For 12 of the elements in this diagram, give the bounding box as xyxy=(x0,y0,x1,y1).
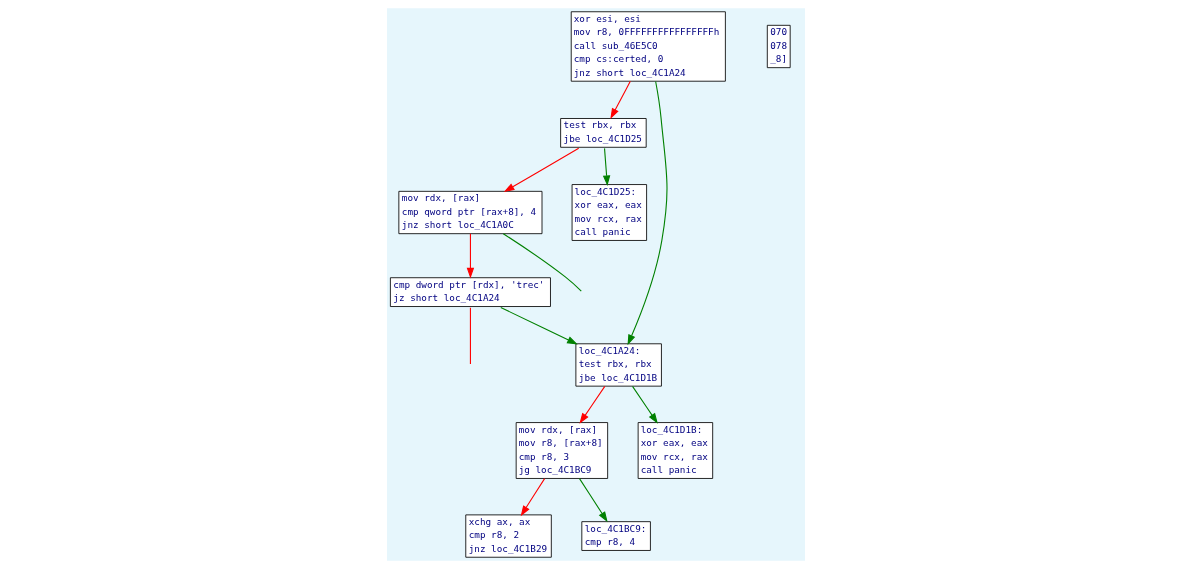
arrow xyxy=(578,385,605,424)
arrow xyxy=(578,478,608,523)
arrow xyxy=(503,147,579,193)
connector xyxy=(502,233,582,292)
arrow xyxy=(499,307,578,345)
arrow xyxy=(520,478,545,517)
arrow xyxy=(466,233,474,279)
connector xyxy=(469,307,471,365)
arrow xyxy=(631,385,658,424)
arrow xyxy=(609,80,631,119)
arrow xyxy=(602,147,610,187)
arrow xyxy=(627,80,668,346)
